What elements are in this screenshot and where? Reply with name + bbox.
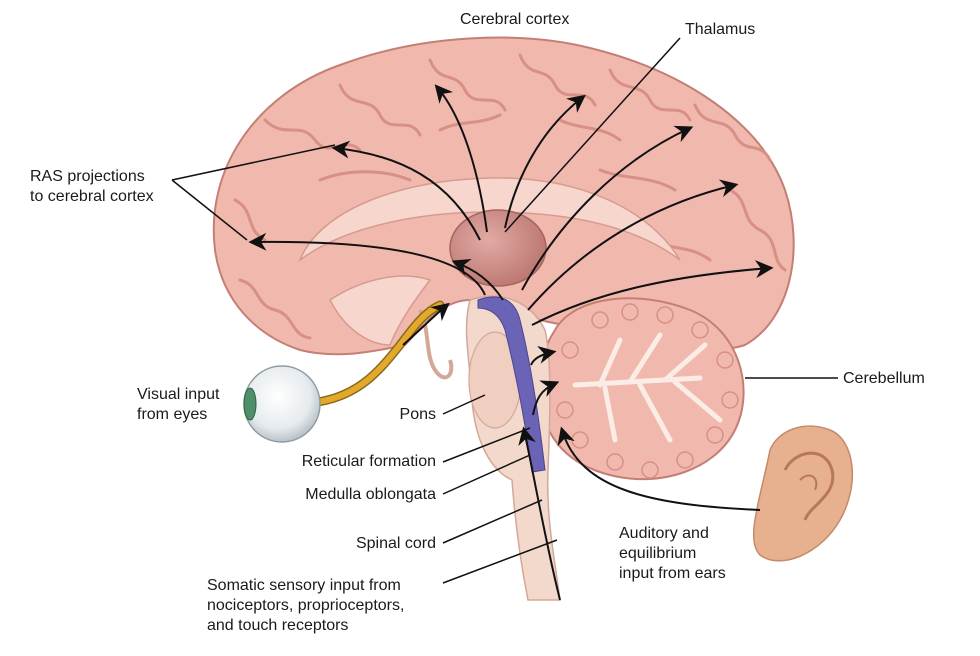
label-somatic-line-2: nociceptors, proprioceptors, xyxy=(207,597,405,614)
label-thalamus: Thalamus xyxy=(685,21,756,38)
label-somatic-input: Somatic sensory input from nociceptors, … xyxy=(207,576,404,636)
label-cerebellum: Cerebellum xyxy=(843,370,925,387)
label-medulla-oblongata: Medulla oblongata xyxy=(305,486,436,503)
optic-nerve xyxy=(315,302,443,405)
label-cerebral-cortex: Cerebral cortex xyxy=(460,11,570,28)
label-auditory-line-1: Auditory and xyxy=(619,525,709,542)
label-somatic-line-3: and touch receptors xyxy=(207,617,349,634)
label-visual-line-1: Visual input xyxy=(137,386,220,403)
ras-arrows xyxy=(248,84,774,601)
brainstem xyxy=(418,295,561,601)
label-ras-line-1: RAS projections xyxy=(30,168,145,185)
eye-illustration xyxy=(243,365,321,443)
label-somatic-line-1: Somatic sensory input from xyxy=(207,577,401,594)
label-auditory-input: Auditory and equilibrium input from ears xyxy=(619,524,726,584)
ear-illustration xyxy=(752,425,853,562)
cerebellum xyxy=(538,297,745,481)
label-spinal-cord: Spinal cord xyxy=(355,535,436,552)
label-auditory-line-3: input from ears xyxy=(619,565,726,582)
label-ras-projections: RAS projections to cerebral cortex xyxy=(30,167,154,207)
label-ras-line-2: to cerebral cortex xyxy=(30,188,154,205)
label-pons: Pons xyxy=(399,406,436,423)
leader-lines xyxy=(171,37,838,584)
label-auditory-line-2: equilibrium xyxy=(619,545,697,562)
label-visual-line-2: from eyes xyxy=(137,406,208,423)
cerebrum xyxy=(212,36,795,356)
label-visual-input: Visual input from eyes xyxy=(137,385,219,425)
label-reticular-formation: Reticular formation xyxy=(301,453,436,470)
